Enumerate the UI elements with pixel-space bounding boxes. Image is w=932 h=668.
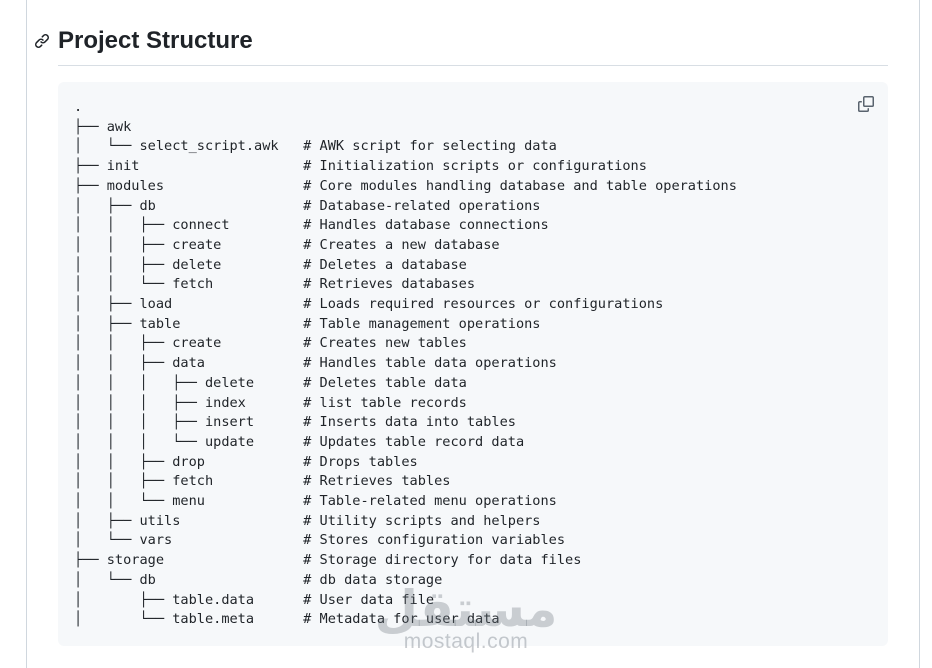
copy-button[interactable]	[852, 90, 880, 118]
project-tree-text: . ├── awk │ └── select_script.awk # AWK …	[74, 99, 737, 628]
code-block: . ├── awk │ └── select_script.awk # AWK …	[58, 82, 888, 646]
page-title-text: Project Structure	[58, 27, 253, 54]
page-title: Project Structure	[34, 26, 888, 66]
copy-icon	[858, 96, 874, 112]
link-icon	[34, 33, 50, 49]
readme-container: Project Structure . ├── awk │ └── select…	[26, 0, 920, 668]
heading-anchor-link[interactable]	[34, 33, 50, 49]
